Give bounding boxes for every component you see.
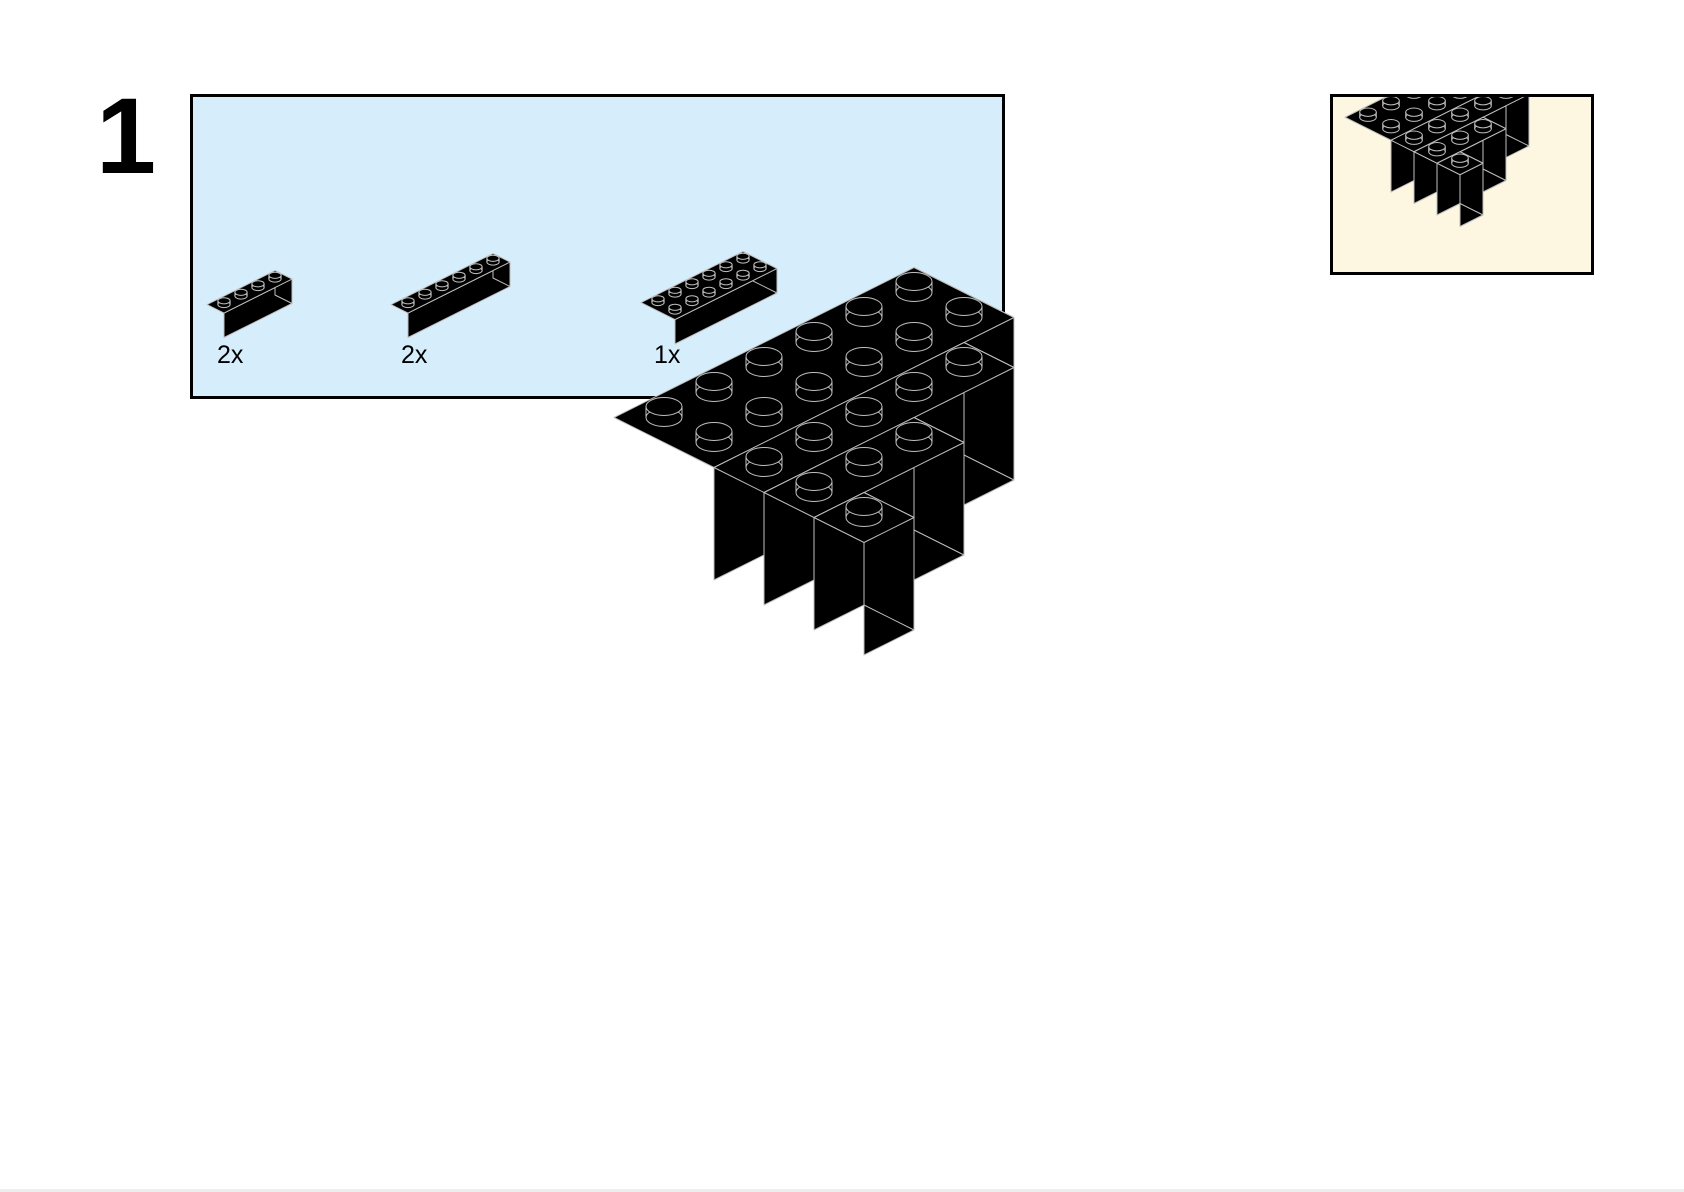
stud <box>1405 107 1423 122</box>
stud <box>1428 97 1446 111</box>
stud <box>753 261 767 273</box>
stud <box>651 295 665 307</box>
stud <box>795 322 833 352</box>
stud <box>645 397 683 427</box>
stud <box>486 254 500 266</box>
stud <box>469 263 483 275</box>
stud <box>418 288 432 300</box>
stud <box>845 447 883 477</box>
stud <box>1474 119 1492 134</box>
stud <box>251 280 265 292</box>
stud <box>702 286 716 298</box>
model-preview-icon <box>1344 97 1530 227</box>
stud <box>945 347 983 377</box>
stud <box>945 297 983 327</box>
stud <box>268 271 282 283</box>
stud <box>452 271 466 283</box>
brick-top-face <box>613 267 1015 468</box>
stud <box>668 303 682 315</box>
part-brick-1x4 <box>206 270 293 338</box>
stud <box>795 372 833 402</box>
stud <box>1474 97 1492 111</box>
stud <box>736 269 750 281</box>
stud <box>685 295 699 307</box>
stud <box>1428 119 1446 134</box>
stud <box>695 422 733 452</box>
stud <box>719 278 733 290</box>
stud <box>1406 97 1422 99</box>
part-quantity-2: 2x <box>401 341 428 369</box>
stud <box>745 447 783 477</box>
stud <box>1428 142 1446 157</box>
brick-top-face <box>1390 97 1525 153</box>
main-brick-4 <box>813 492 915 656</box>
stud <box>845 297 883 327</box>
parts-illustration <box>206 251 778 345</box>
preview-assembly <box>1344 97 1530 227</box>
stud <box>1405 130 1423 145</box>
stud <box>1451 153 1469 168</box>
stud <box>217 297 231 309</box>
stud <box>845 397 883 427</box>
stud <box>668 286 682 298</box>
stud <box>685 278 699 290</box>
stud <box>702 269 716 281</box>
stud <box>895 372 933 402</box>
stud <box>234 288 248 300</box>
main-assembly <box>613 267 1015 656</box>
stud <box>1382 119 1400 134</box>
stud <box>736 252 750 264</box>
stud <box>845 347 883 377</box>
stud <box>895 322 933 352</box>
step-number: 1 <box>96 75 157 196</box>
page-divider <box>0 1189 1684 1192</box>
part-brick-2x6 <box>640 251 778 345</box>
stud <box>1498 97 1514 99</box>
stud <box>795 422 833 452</box>
stud <box>401 297 415 309</box>
stud <box>719 261 733 273</box>
part-quantity-3: 1x <box>654 341 681 369</box>
part-quantity-1: 2x <box>217 341 244 369</box>
brick-top-face <box>640 251 778 321</box>
preview-brick-4 <box>1436 151 1484 227</box>
stud <box>695 372 733 402</box>
stud <box>1451 130 1469 145</box>
stud <box>895 272 933 302</box>
model-preview-panel <box>1330 94 1594 275</box>
stud <box>1359 107 1377 122</box>
stud <box>745 347 783 377</box>
stud <box>795 472 833 502</box>
stud <box>1451 107 1469 122</box>
part-brick-1x6 <box>390 253 511 338</box>
stud <box>1382 97 1400 111</box>
stud <box>745 397 783 427</box>
stud <box>435 280 449 292</box>
stud <box>1452 97 1468 99</box>
stud <box>895 422 933 452</box>
stud <box>845 497 883 527</box>
